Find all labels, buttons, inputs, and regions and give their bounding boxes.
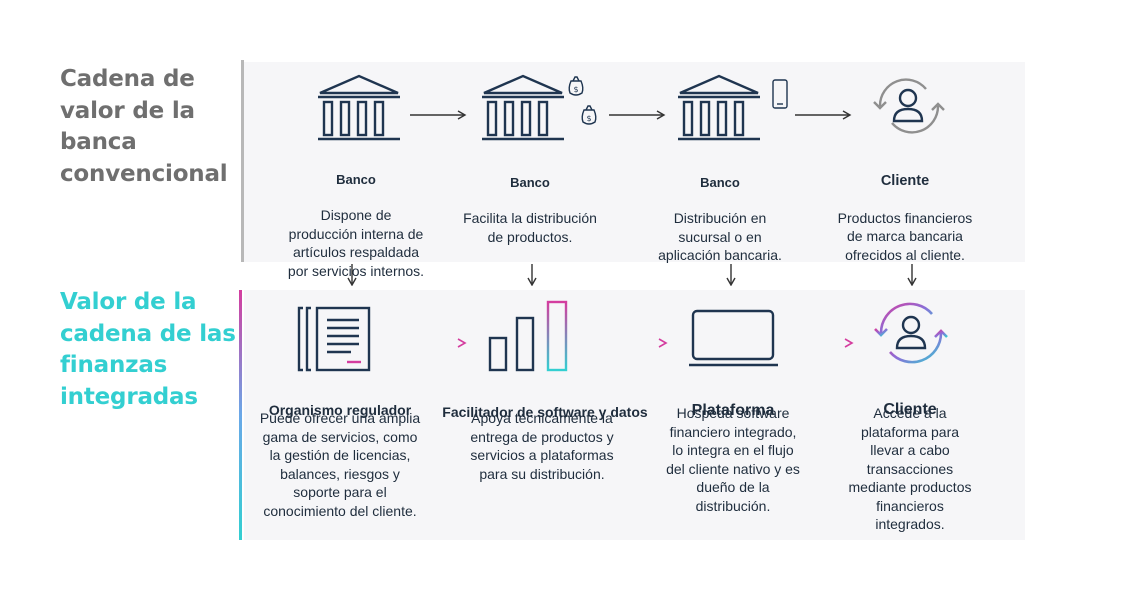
bottom-arrow-2 xyxy=(609,338,668,348)
top-arrow-3 xyxy=(795,110,852,120)
client-cycle-gradient-icon xyxy=(874,302,948,364)
top-step-2-title: Banco xyxy=(510,174,550,190)
top-step-2-text: Facilita la distribución de productos. xyxy=(463,210,597,245)
conventional-chain-title: Cadena de valor de la banca convencional xyxy=(60,66,228,187)
top-step-1-title: Banco xyxy=(336,171,376,187)
bank-money-icon: $ $ xyxy=(482,74,597,141)
svg-text:$: $ xyxy=(573,85,578,94)
embedded-chain-title: Valor de la cadena de las finanzas integ… xyxy=(60,289,236,410)
bank-icon xyxy=(318,74,400,141)
down-arrow-4 xyxy=(907,264,917,286)
bottom-step-3-title: Plataforma xyxy=(691,401,775,419)
top-arrow-2 xyxy=(609,110,666,120)
bottom-step-3-text: Hospeda software financiero integrado, l… xyxy=(666,405,800,514)
bottom-step-4-text: Accede a la plataforma para llevar a cab… xyxy=(848,405,972,532)
bottom-step-2-text: Apoya técnicamente la entrega de product… xyxy=(470,410,614,482)
document-stack-icon xyxy=(297,306,371,372)
top-step-4-text: Productos financieros de marca bancaria … xyxy=(837,209,973,263)
down-arrow-1 xyxy=(347,264,357,286)
down-arrow-3 xyxy=(726,264,736,286)
bottom-step-4-title: Cliente xyxy=(883,400,937,418)
top-arrow-1 xyxy=(410,110,467,120)
bottom-step-2-title: Facilitador de software y datos xyxy=(442,403,648,420)
bar-chart-icon xyxy=(488,300,568,372)
embedded-panel xyxy=(244,290,1025,540)
conventional-panel xyxy=(244,62,1025,262)
bottom-step-1-text: Puede ofrecer una amplia gama de servici… xyxy=(259,410,421,519)
down-arrow-2 xyxy=(527,264,537,286)
bottom-step-1-title: Organismo regulador xyxy=(268,401,412,418)
svg-text:$: $ xyxy=(586,114,591,123)
embedded-divider xyxy=(239,290,242,540)
top-step-4-title: Cliente xyxy=(880,172,930,189)
laptop-chart-icon xyxy=(689,309,778,367)
bank-phone-icon xyxy=(678,74,788,141)
top-step-3-text: Distribución en sucursal o en aplicación… xyxy=(658,210,782,263)
conventional-divider xyxy=(241,60,244,262)
bottom-arrow-3 xyxy=(795,338,854,348)
client-cycle-icon xyxy=(873,78,945,134)
top-step-1-text: Dispone de producción interna de artícul… xyxy=(287,207,425,279)
bottom-arrow-1 xyxy=(408,338,467,348)
top-step-3-title: Banco xyxy=(700,174,740,190)
